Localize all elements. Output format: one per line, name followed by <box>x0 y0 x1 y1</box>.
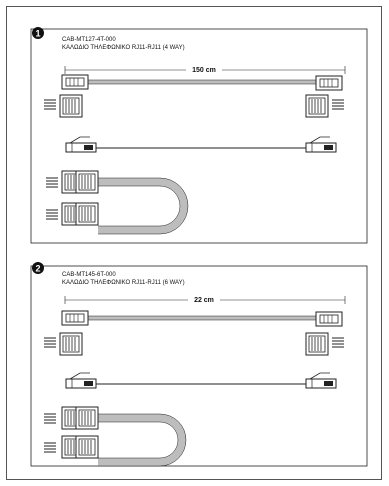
section-1-wires-left <box>43 99 57 110</box>
section-2-wires-loop-bottom <box>43 442 57 453</box>
section-1-length-dimension: 150 cm <box>64 64 346 74</box>
section-2-wires-right <box>331 337 345 348</box>
section-2-wires-left <box>43 337 57 348</box>
section-2-plug-right-top <box>315 311 343 327</box>
section-1-code: CAB-MT127-4T-000 <box>62 37 116 43</box>
section-1-plug-flat-right <box>305 136 337 153</box>
section-1-wires-loop-bottom <box>45 209 59 220</box>
section-2-plug-front-right <box>305 332 329 356</box>
section-1-plug-left-top <box>61 74 89 90</box>
section-1: 1 CAB-MT127-4T-000 ΚΑΛΩΔΙΟ ΤΗΛΕΦΩΝΙΚΟ RJ… <box>30 27 368 244</box>
section-1-cable-top <box>85 79 317 85</box>
section-2-length-dimension: 22 cm <box>64 294 346 304</box>
section-2-plug-front-left <box>59 332 83 356</box>
section-2-code: CAB-MT145-6T-000 <box>62 272 116 278</box>
section-1-cable-loop <box>98 178 188 234</box>
outer-frame <box>6 6 382 480</box>
section-2-box <box>30 265 368 467</box>
section-2-plug-flat-right <box>305 372 337 389</box>
section-2-wires-loop-top <box>43 413 57 424</box>
section-1-length: 150 cm <box>192 67 216 74</box>
section-2-number-badge <box>32 262 44 274</box>
section-2-cable-top <box>85 315 317 321</box>
section-1-description: ΚΑΛΩΔΙΟ ΤΗΛΕΦΩΝΙΚΟ RJ11-RJ11 (4 WAY) <box>62 45 185 51</box>
section-1-wires-loop-top <box>45 177 59 188</box>
section-1-plug-front-left <box>59 94 83 118</box>
section-2-plug-flat-left <box>65 372 97 389</box>
section-2: 2 CAB-MT145-6T-000 ΚΑΛΩΔΙΟ ΤΗΛΕΦΩΝΙΚΟ RJ… <box>30 262 368 467</box>
section-1-wires-right <box>331 99 345 110</box>
section-2-length: 22 cm <box>194 297 214 304</box>
section-1-number: 1 <box>35 29 40 39</box>
section-1-plug-flat-left <box>65 136 97 153</box>
section-2-cable-loop <box>98 414 186 466</box>
section-2-description: ΚΑΛΩΔΙΟ ΤΗΛΕΦΩΝΙΚΟ RJ11-RJ11 (6 WAY) <box>62 280 185 286</box>
section-2-number: 2 <box>35 264 40 274</box>
section-1-box <box>30 28 368 244</box>
section-2-plug-left-top <box>61 310 89 326</box>
section-1-plug-front-right <box>305 94 329 118</box>
section-1-number-badge <box>32 27 44 39</box>
section-1-plug-right-top <box>315 75 343 91</box>
